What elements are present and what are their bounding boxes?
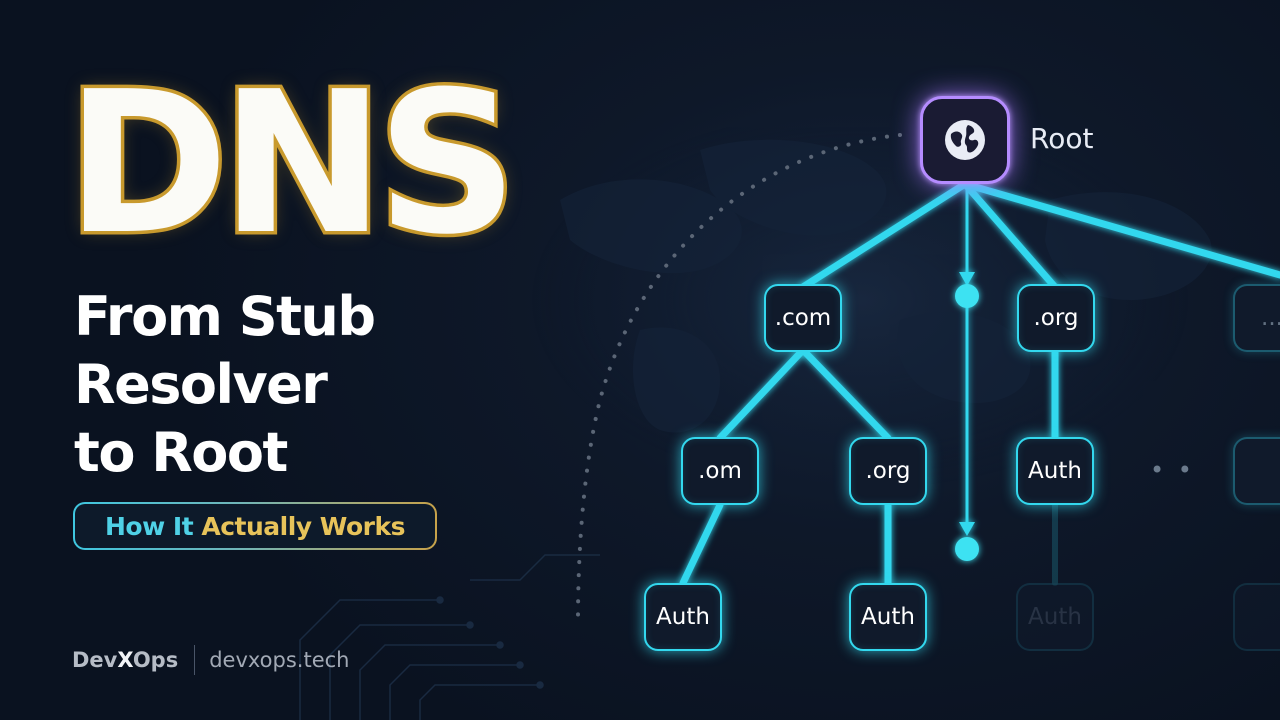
subtitle-line-3: to Root bbox=[74, 421, 288, 484]
subtitle-line-1: From Stub bbox=[74, 285, 376, 348]
tagline-badge: How It Actually Works bbox=[73, 502, 437, 550]
circuit-traces bbox=[299, 554, 600, 720]
domain-node-org: .org bbox=[849, 437, 927, 505]
globe-icon bbox=[945, 120, 985, 160]
world-map-background bbox=[530, 110, 1212, 490]
domain-node-om: .om bbox=[681, 437, 759, 505]
brand-url: devxops.tech bbox=[209, 648, 350, 672]
tagline-part-2: Actually Works bbox=[201, 511, 405, 541]
subtitle-line-2: Resolver bbox=[74, 353, 328, 416]
brand-name: DevXOps bbox=[72, 648, 179, 672]
tld-node-com: .com bbox=[764, 284, 842, 352]
ghost-node-right bbox=[1233, 583, 1280, 651]
tld-node-org: .org bbox=[1017, 284, 1095, 352]
more-indicator: • • bbox=[1150, 456, 1195, 484]
auth-node-2: Auth bbox=[849, 583, 927, 651]
brand-divider bbox=[194, 645, 196, 675]
query-arrow bbox=[955, 190, 979, 561]
root-label: Root bbox=[1030, 122, 1094, 155]
tree-edges bbox=[679, 180, 1280, 587]
root-node bbox=[920, 96, 1010, 184]
main-title: DNS bbox=[63, 50, 522, 278]
faded-node-right bbox=[1233, 437, 1280, 505]
tld-node-more: ... bbox=[1233, 284, 1280, 352]
auth-node-org: Auth bbox=[1016, 437, 1094, 505]
auth-node-1: Auth bbox=[644, 583, 722, 651]
auth-node-3-faded: Auth bbox=[1016, 583, 1094, 651]
brand-footer: DevXOps devxops.tech bbox=[72, 645, 349, 675]
tagline-part-1: How It bbox=[105, 511, 194, 541]
